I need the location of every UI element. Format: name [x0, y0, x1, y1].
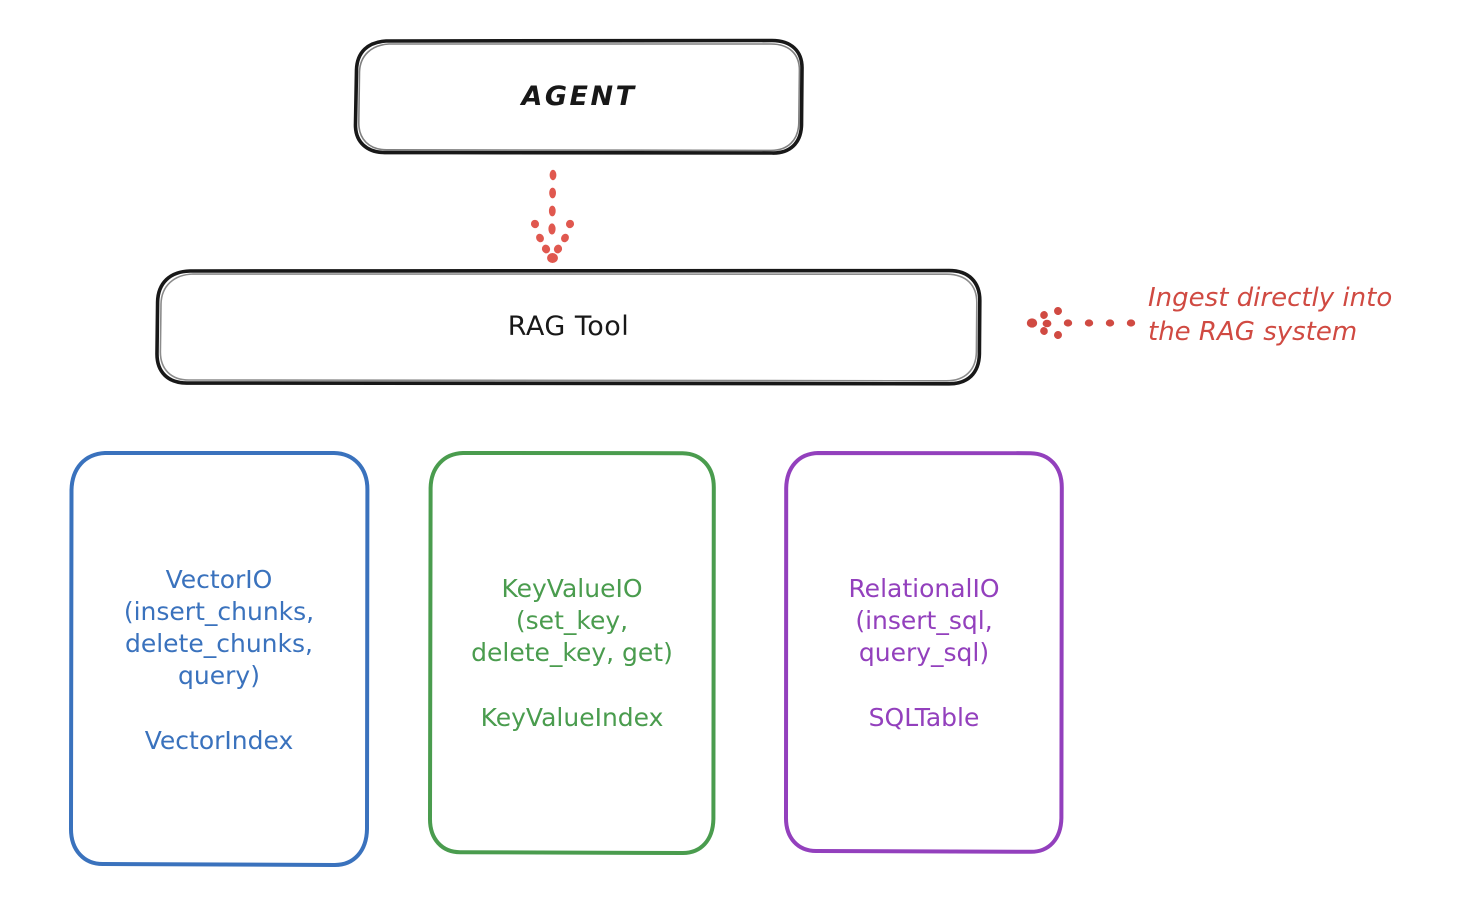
rag-tool-node-label: RAG Tool: [507, 311, 630, 343]
rag-tool-node[interactable]: RAG Tool: [157, 270, 980, 385]
vector-io-node[interactable]: VectorIO (insert_chunks, delete_chunks, …: [71, 452, 367, 866]
vector-io-box-outline: [68, 451, 370, 868]
vector-io-title: VectorIO (insert_chunks, delete_chunks, …: [123, 564, 315, 690]
agent-node[interactable]: AGENT: [356, 40, 802, 154]
agent-box-outline: [353, 38, 804, 155]
agent-to-rag-tool-arrow: [530, 169, 575, 263]
ingest-annotation-text: Ingest directly into the RAG system: [1148, 283, 1393, 348]
relational-io-box-outline: [783, 451, 1064, 854]
key-value-io-box-outline: [427, 451, 716, 856]
key-value-io-node[interactable]: KeyValueIO (set_key, delete_key, get) Ke…: [430, 452, 714, 852]
vector-io-subtitle: VectorIndex: [144, 725, 294, 755]
rag-tool-box-outline: [155, 268, 982, 386]
ingest-to-rag-tool-arrow: [1026, 307, 1136, 340]
rag-tool-box-outline-sketch: [159, 273, 978, 382]
relational-io-title: RelationalIO (insert_sql, query_sql): [848, 573, 1000, 667]
agent-node-label: AGENT: [521, 80, 637, 112]
relational-io-subtitle: SQLTable: [868, 702, 980, 732]
key-value-io-subtitle: KeyValueIndex: [480, 702, 664, 732]
key-value-io-title: KeyValueIO (set_key, delete_key, get): [471, 573, 673, 667]
agent-box-outline-sketch: [357, 43, 801, 152]
relational-io-node[interactable]: RelationalIO (insert_sql, query_sql) SQL…: [786, 452, 1062, 852]
